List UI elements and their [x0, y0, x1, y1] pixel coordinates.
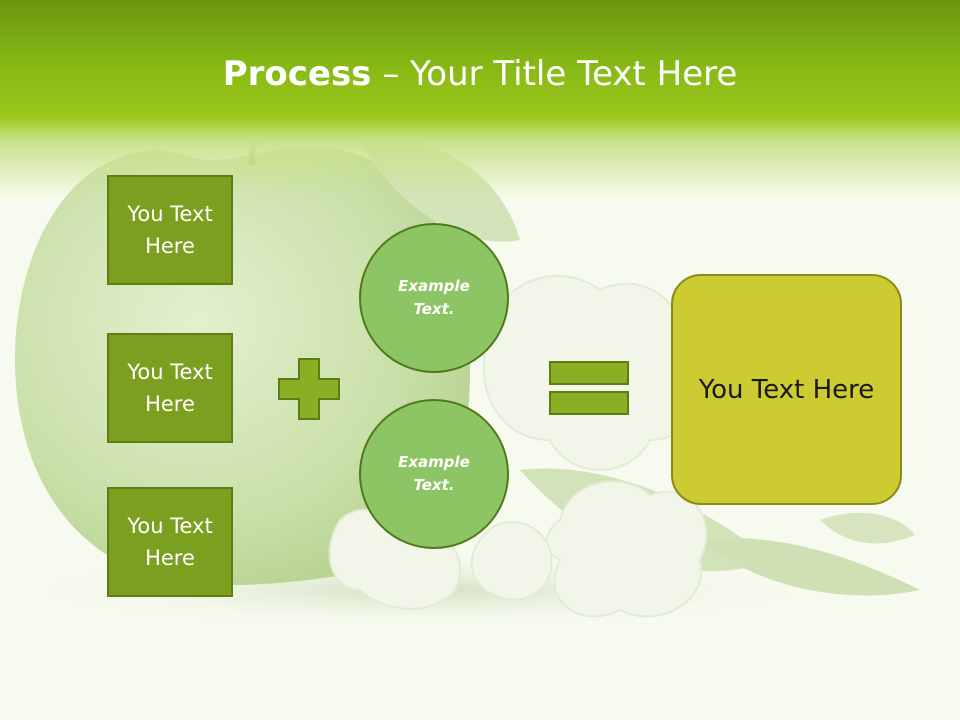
result-box: You Text Here — [671, 274, 902, 505]
input-box-2: You Text Here — [107, 333, 233, 443]
example-circle-2-label: Example Text. — [398, 453, 470, 494]
example-circle-1: Example Text. — [359, 223, 509, 373]
equals-icon — [549, 361, 629, 415]
input-box-3-label: You Text Here — [127, 514, 213, 570]
input-box-1-label: You Text Here — [127, 202, 213, 258]
plus-icon — [278, 358, 340, 420]
input-box-2-label: You Text Here — [127, 360, 213, 416]
title-rest: – Your Title Text Here — [371, 54, 738, 94]
example-circle-1-label: Example Text. — [398, 277, 470, 318]
example-circle-2: Example Text. — [359, 399, 509, 549]
header-band — [0, 0, 960, 200]
slide-title: Process – Your Title Text Here — [0, 52, 960, 96]
result-box-label: You Text Here — [698, 374, 875, 405]
input-box-1: You Text Here — [107, 175, 233, 285]
title-bold: Process — [222, 54, 372, 94]
input-box-3: You Text Here — [107, 487, 233, 597]
